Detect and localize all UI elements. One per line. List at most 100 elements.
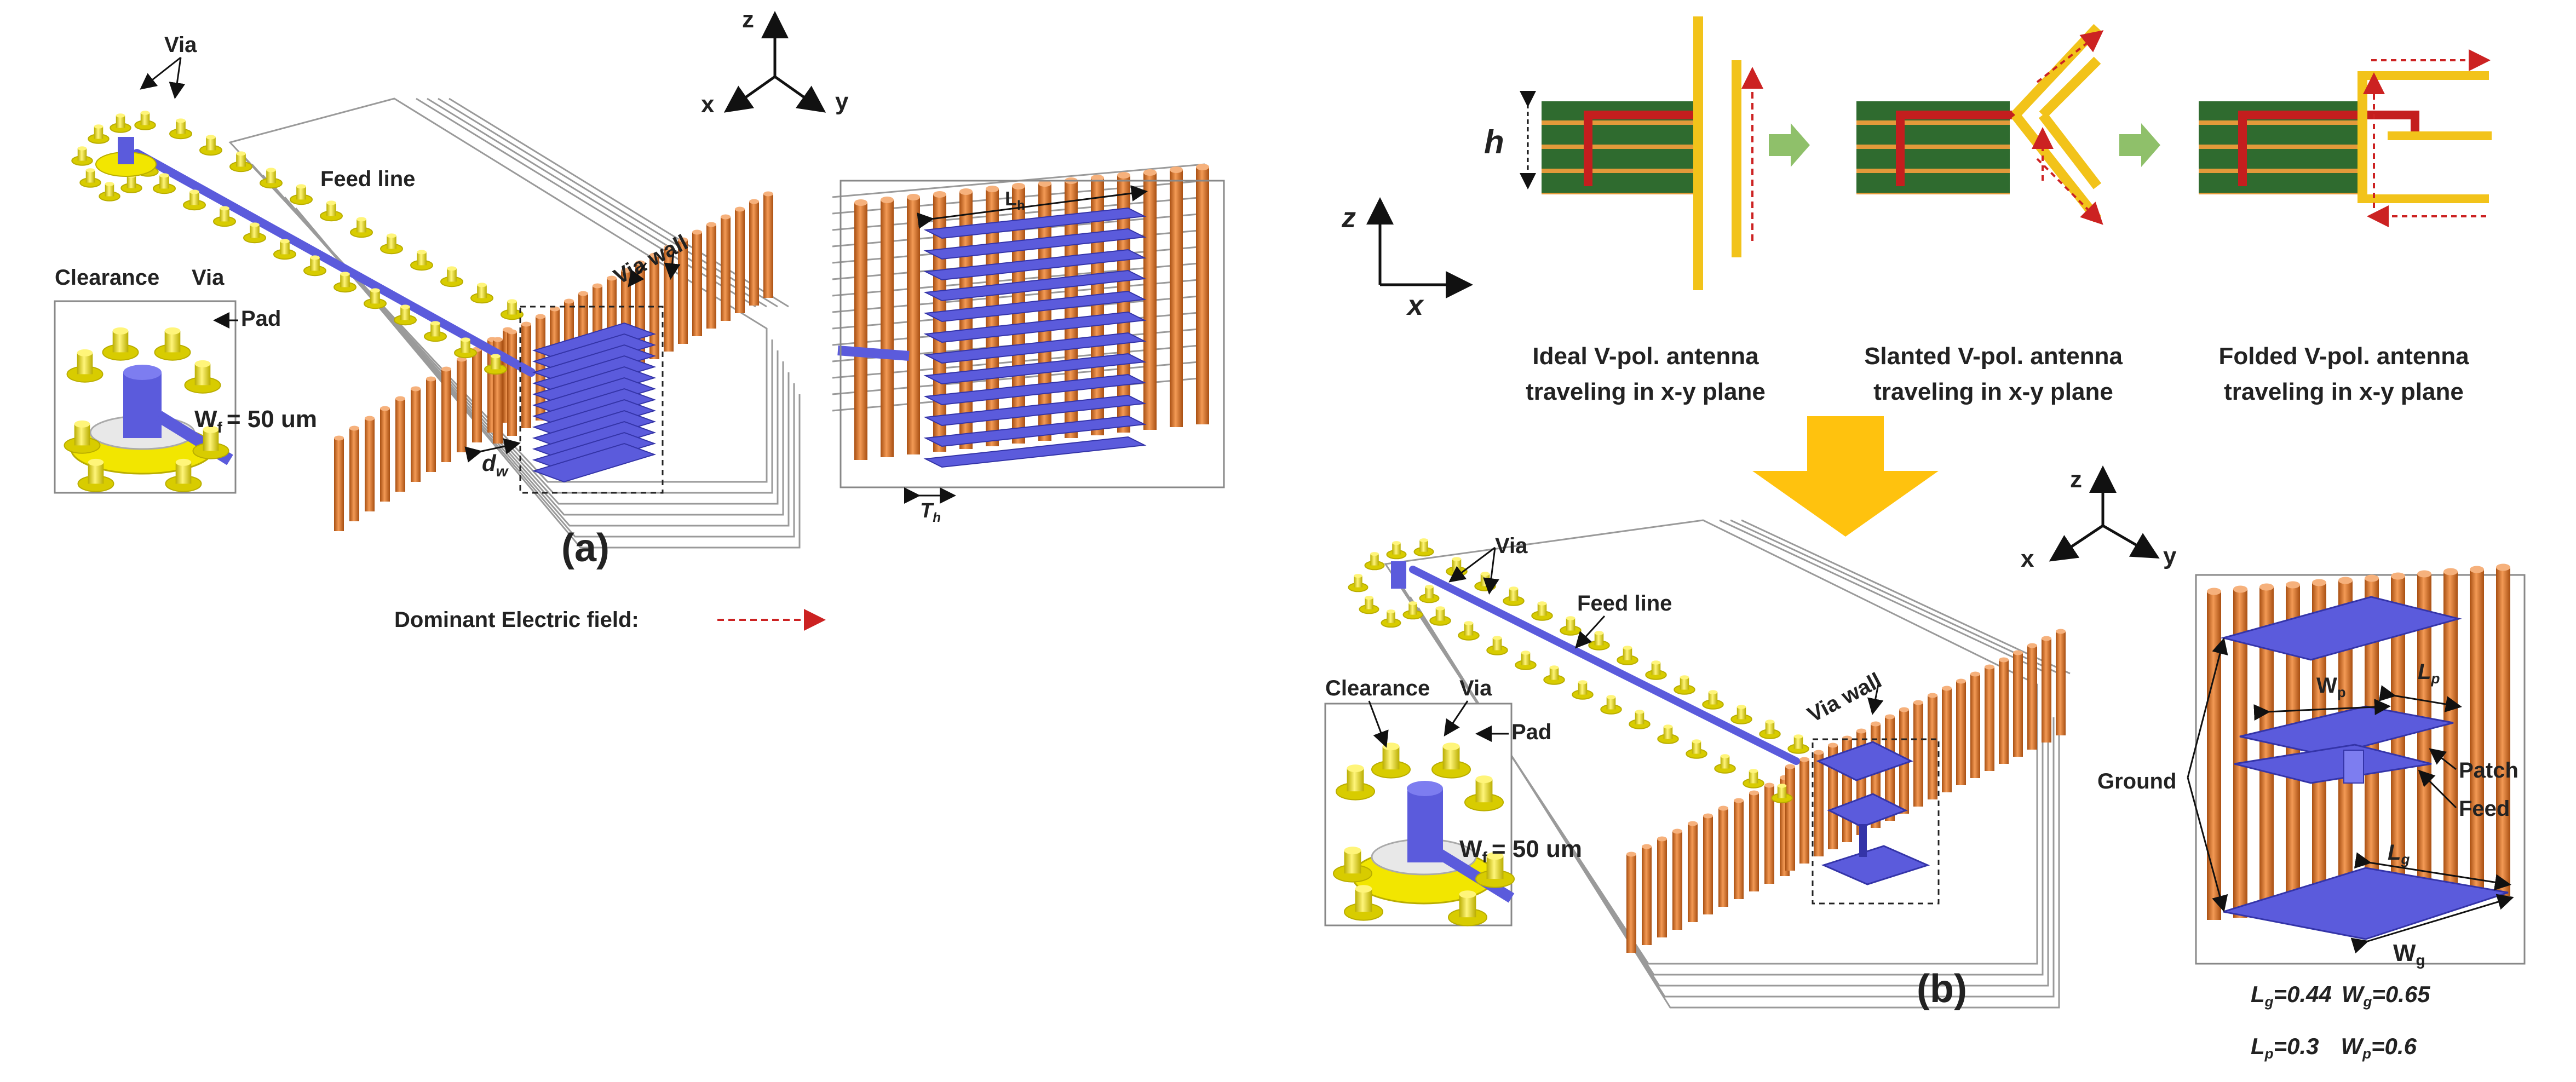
feed-via-b-bottom-barrel bbox=[1777, 786, 1787, 798]
feed-via-a-top-cap bbox=[417, 250, 427, 255]
wall-pillar-b-front-body bbox=[1703, 816, 1713, 914]
inset-via-a-cap bbox=[77, 349, 93, 356]
via-wall-label-b: Via wall bbox=[1804, 669, 1886, 727]
cluster-via-b-barrel bbox=[1408, 603, 1417, 615]
feed-line-label-b: Feed line bbox=[1577, 591, 1672, 615]
axis-y-label-b: y bbox=[2163, 543, 2177, 569]
cluster-via-a-barrel bbox=[127, 176, 136, 188]
concept-axis-z: z bbox=[1341, 202, 1356, 234]
feed-via-b-top bbox=[1730, 705, 1752, 724]
axis-x-label-b: x bbox=[2021, 545, 2034, 572]
wall-pillar-b-back bbox=[1970, 671, 1980, 778]
cluster-via-b-cap bbox=[1354, 574, 1362, 578]
feed-via-b-bottom-barrel bbox=[1720, 756, 1730, 769]
zoom-pillar-a-top bbox=[854, 199, 867, 206]
wall-pillar-a-back-top bbox=[735, 206, 745, 212]
feed-via-a-bottom bbox=[454, 337, 477, 359]
feed-via-a-top-barrel bbox=[236, 153, 246, 167]
feed-via-b-bottom-barrel bbox=[1692, 741, 1701, 754]
feed-via-b-bottom-cap bbox=[1549, 665, 1559, 670]
wall-pillar-b-front bbox=[1749, 790, 1759, 891]
cluster-via-a bbox=[120, 174, 142, 193]
feed-via-a-bottom-cap bbox=[159, 173, 169, 178]
inset-b bbox=[1324, 703, 1515, 926]
wall-pillar-b-front bbox=[1703, 813, 1713, 914]
clearance-label-b: Clearance bbox=[1325, 676, 1430, 700]
wall-pillar-a-front bbox=[426, 376, 436, 472]
feed-via-b-top-barrel bbox=[1680, 677, 1689, 690]
big-down-arrow bbox=[1752, 416, 1939, 537]
feed-via-b-top-barrel bbox=[1537, 603, 1547, 616]
inset-via-a-cap bbox=[203, 425, 219, 433]
cluster-via-a-barrel bbox=[77, 148, 87, 161]
feed-via-b-bottom-cap bbox=[1749, 769, 1758, 773]
zoom-pillar-b bbox=[2470, 566, 2484, 898]
slanted-caption-2: traveling in x-y plane bbox=[1873, 378, 2113, 405]
feed-via-a-top bbox=[229, 151, 252, 172]
zoom-view-a bbox=[832, 163, 1225, 488]
feed-via-b-bottom-cap bbox=[1663, 724, 1673, 729]
wall-pillar-b-front-body bbox=[1642, 847, 1652, 945]
feed-via-b-top-barrel bbox=[1623, 648, 1632, 660]
feed-via-b-bottom-barrel bbox=[1464, 623, 1474, 636]
feed-via-a-bottom-barrel bbox=[310, 257, 320, 271]
cluster-via-b-barrel bbox=[1425, 586, 1434, 598]
wall-pillar-a-front-top bbox=[411, 386, 421, 392]
zoom-horn-plate-a bbox=[923, 332, 1147, 364]
wall-pillar-a-front bbox=[365, 416, 375, 511]
feed-via-b-bottom-barrel bbox=[1663, 727, 1673, 739]
zoom-pillar-a-top bbox=[1091, 175, 1104, 181]
inset-via-a bbox=[192, 425, 229, 459]
feed-via-b-bottom bbox=[1686, 739, 1707, 759]
wall-pillar-b-back-body bbox=[1956, 681, 1966, 785]
zoom-horn-plate-a bbox=[923, 249, 1147, 281]
wall-pillar-a-front-top bbox=[395, 396, 405, 401]
wall-pillar-a-front-body bbox=[441, 369, 451, 462]
panel-a: z x y Via Feed line Via wall Clearance V… bbox=[54, 6, 1225, 632]
feed-via-a-top-cap bbox=[266, 168, 276, 172]
wall-pillar-b-front-top bbox=[1642, 844, 1652, 849]
wall-pillar-a-back bbox=[763, 191, 773, 298]
zoom-pillar-a-top bbox=[907, 194, 920, 200]
wall-pillar-a-back-body bbox=[507, 332, 517, 436]
wall-pillar-a-front bbox=[411, 386, 421, 482]
wall-pillar-b-back-body bbox=[1999, 660, 2009, 764]
wall-pillar-a-back-top bbox=[706, 222, 716, 227]
inset-via-b-cap bbox=[1344, 847, 1361, 855]
wall-pillar-b-back-top bbox=[1970, 671, 1980, 677]
zoom-pillar-a-top bbox=[959, 188, 973, 195]
cluster-via-b bbox=[1364, 552, 1385, 571]
via-wall-b bbox=[1626, 629, 2066, 953]
wall-pillar-b-back-top bbox=[1871, 721, 1881, 727]
feed-via-b-top-cap bbox=[1793, 734, 1803, 739]
concept-row: z x h bbox=[1341, 16, 2492, 537]
cluster-via-b-barrel bbox=[1370, 554, 1379, 566]
cluster-via-b-cap bbox=[1365, 596, 1373, 600]
feed-via-a-bottom bbox=[424, 321, 447, 342]
inset-via-a bbox=[184, 360, 221, 394]
wall-pillar-a-front-body bbox=[365, 418, 375, 511]
feed-via-a-top bbox=[290, 184, 313, 205]
cluster-via-a-cap bbox=[116, 113, 125, 118]
feed-via-b-top bbox=[1674, 675, 1695, 695]
feed-via-b-top-barrel bbox=[1566, 618, 1576, 631]
wall-pillar-b-back-top bbox=[1942, 686, 1952, 691]
wall-pillar-b-back-body bbox=[1828, 745, 1838, 849]
horn-plate-a bbox=[532, 442, 657, 483]
wall-pillar-a-back-top bbox=[692, 229, 702, 235]
feed-via-a-bottom bbox=[153, 173, 176, 194]
cluster-via-b-barrel bbox=[1392, 543, 1401, 555]
feed-vias-a bbox=[153, 118, 524, 375]
wall-pillar-a-back bbox=[749, 199, 759, 306]
caption-a: (a) bbox=[561, 526, 610, 570]
feed-via-b-bottom-cap bbox=[1521, 651, 1531, 655]
wall-pillar-b-back-top bbox=[2056, 629, 2066, 634]
wall-pillar-b-front-top bbox=[1672, 828, 1682, 834]
inset-via-b-cap bbox=[1347, 764, 1364, 773]
wall-pillar-b-front bbox=[1734, 798, 1744, 899]
feed-via-a-bottom-barrel bbox=[461, 339, 470, 353]
wall-pillar-a-back-top bbox=[678, 237, 688, 243]
clearance-label-a: Clearance bbox=[55, 266, 159, 290]
via-cluster-a bbox=[71, 111, 159, 202]
